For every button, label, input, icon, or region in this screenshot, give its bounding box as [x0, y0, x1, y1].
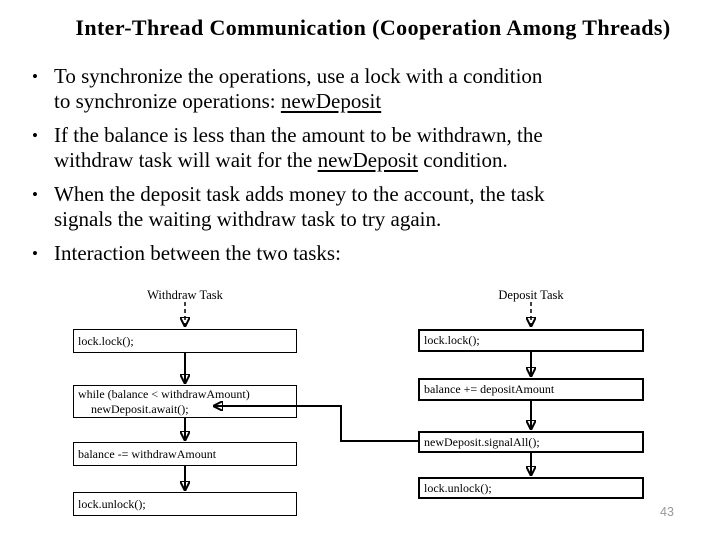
bullet-text: To synchronize the operations, use a loc… [54, 64, 710, 114]
withdraw-balance-box: balance -= withdrawAmount [73, 442, 297, 466]
bullet-marker: • [32, 244, 38, 263]
underlined-term: newDeposit [280, 89, 382, 113]
box-text: lock.unlock(); [78, 496, 146, 511]
text-segment: Interaction between the two tasks: [54, 241, 341, 265]
box-text: balance -= withdrawAmount [78, 446, 217, 461]
bullet-item-3: • When the deposit task adds money to th… [28, 182, 710, 232]
bullet-line: Interaction between the two tasks: [54, 241, 710, 266]
box-text: balance += depositAmount [424, 382, 555, 396]
page-number: 43 [660, 505, 674, 519]
bullet-line: to synchronize operations: newDeposit [54, 89, 710, 114]
bullet-item-1: • To synchronize the operations, use a l… [28, 64, 710, 114]
withdraw-while-box: while (balance < withdrawAmount) newDepo… [73, 385, 297, 418]
box-text: lock.lock(); [78, 333, 134, 348]
bullet-line: withdraw task will wait for the newDepos… [54, 148, 710, 173]
text-segment: condition. [417, 148, 508, 172]
bullet-marker: • [32, 126, 38, 145]
page-title: Inter-Thread Communication (Cooperation … [75, 15, 671, 40]
bullet-text: If the balance is less than the amount t… [54, 123, 710, 173]
text-segment: withdraw task will wait for the [54, 148, 318, 172]
text-segment: If the balance is less than the amount t… [54, 123, 543, 147]
deposit-balance-box: balance += depositAmount [418, 378, 644, 401]
text-segment: to synchronize operations: [54, 89, 281, 113]
box-text: while (balance < withdrawAmount) [78, 386, 250, 401]
bullet-list: • To synchronize the operations, use a l… [28, 64, 710, 275]
bullet-text: Interaction between the two tasks: [54, 241, 710, 266]
text-segment: To synchronize the operations, use a loc… [54, 64, 543, 88]
box-text: newDeposit.await(); [91, 401, 189, 416]
deposit-lock-box: lock.lock(); [418, 329, 644, 352]
bullet-marker: • [32, 67, 38, 86]
bullet-marker: • [32, 185, 38, 204]
bullet-line: If the balance is less than the amount t… [54, 123, 710, 148]
withdraw-task-label: Withdraw Task [147, 288, 223, 302]
bullet-line: When the deposit task adds money to the … [54, 182, 710, 207]
text-segment: When the deposit task adds money to the … [54, 182, 545, 206]
deposit-unlock-box: lock.unlock(); [418, 477, 644, 499]
bullet-line: To synchronize the operations, use a loc… [54, 64, 710, 89]
bullet-item-4: • Interaction between the two tasks: [28, 241, 710, 266]
bullet-text: When the deposit task adds money to the … [54, 182, 710, 232]
withdraw-unlock-box: lock.unlock(); [73, 492, 297, 516]
deposit-signal-box: newDeposit.signalAll(); [418, 431, 644, 453]
underlined-term: newDeposit [317, 148, 418, 172]
box-text: newDeposit.signalAll(); [424, 434, 540, 449]
box-text: lock.lock(); [424, 333, 480, 347]
bullet-item-2: • If the balance is less than the amount… [28, 123, 710, 173]
withdraw-lock-box: lock.lock(); [73, 329, 297, 353]
deposit-task-label: Deposit Task [498, 288, 564, 302]
bullet-line: signals the waiting withdraw task to try… [54, 207, 710, 232]
box-text: lock.unlock(); [424, 480, 492, 495]
text-segment: signals the waiting withdraw task to try… [54, 207, 442, 231]
